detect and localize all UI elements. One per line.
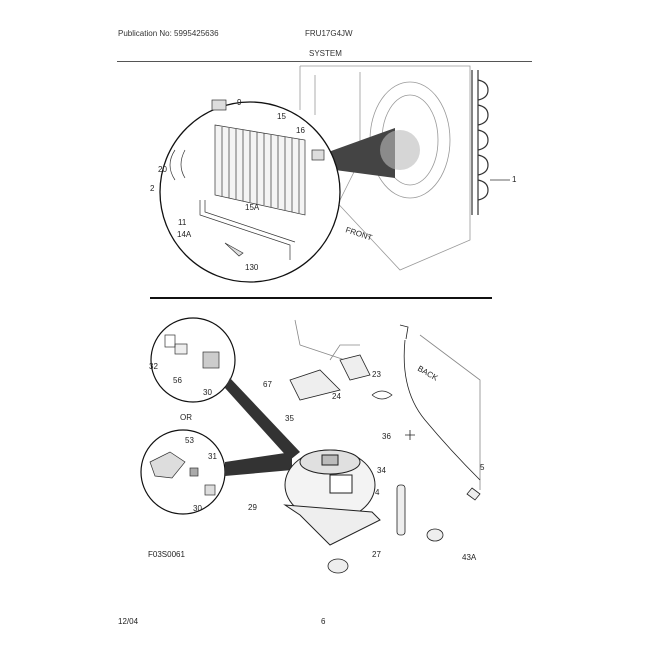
section-title: SYSTEM [309,49,342,58]
callout-4: 4 [375,488,380,497]
callout-53: 53 [185,436,194,445]
callout-14a: 14A [177,230,192,239]
callout-16: 16 [296,126,305,135]
tubing [471,70,510,215]
overload-parts [149,451,216,496]
detail-pointer [320,128,395,178]
callout-15: 15 [277,112,286,121]
callout-30a: 30 [203,388,212,397]
callout-43a: 43A [462,553,477,562]
callout-35: 35 [285,414,294,423]
callout-36: 36 [382,432,391,441]
publication-number: Publication No: 5995425636 [118,29,219,38]
callout-56: 56 [173,376,182,385]
page-number: 6 [321,617,326,626]
callout-5: 5 [480,463,485,472]
pointer-lower [225,452,292,476]
front-label: FRONT [344,225,373,242]
callout-130: 130 [245,263,259,272]
callout-15a: 15A [245,203,260,212]
relay-parts [164,334,220,369]
callout-20: 20 [158,165,167,174]
compressor [283,449,381,546]
figure-code: F03S0061 [148,550,185,559]
callout-1: 1 [512,175,517,184]
or-label: OR [180,413,192,422]
side-parts [289,324,481,574]
section-divider [150,297,492,299]
callout-34: 34 [377,466,386,475]
header-rule [117,61,532,62]
callout-27: 27 [372,550,381,559]
model-number: FRU17G4JW [305,29,353,38]
callout-23: 23 [372,370,381,379]
callout-2: 2 [150,184,155,193]
detail-spot [380,130,420,170]
back-label: BACK [416,364,440,383]
callout-24: 24 [332,392,341,401]
callout-29: 29 [248,503,257,512]
condenser [169,99,325,260]
callout-9: 9 [237,98,242,107]
callout-11: 11 [178,218,187,227]
cabinet-base [294,319,481,490]
detail-circle-relay [150,317,236,403]
callout-30b: 30 [193,504,202,513]
footer-date: 12/04 [118,617,139,626]
callout-67: 67 [263,380,272,389]
callout-32: 32 [149,362,158,371]
callout-31: 31 [208,452,217,461]
pointer-upper [225,378,300,460]
